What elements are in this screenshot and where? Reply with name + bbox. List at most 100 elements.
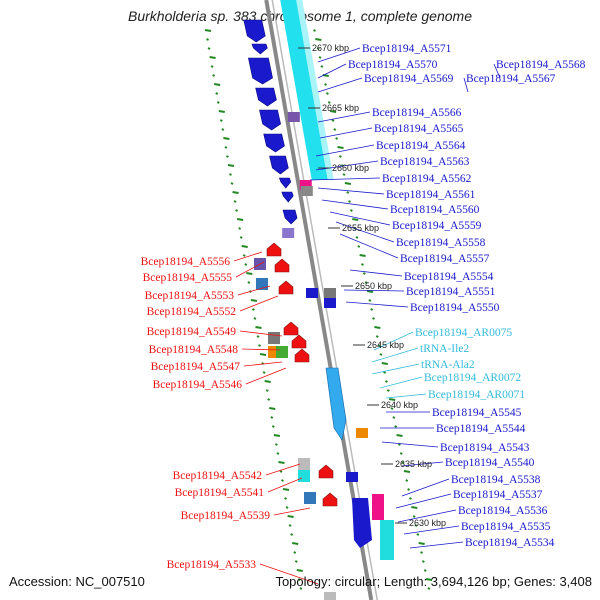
cds-block	[306, 288, 318, 298]
label-connector	[241, 348, 281, 351]
label-connector	[463, 77, 469, 93]
gc-dash-left	[219, 119, 223, 122]
gc-dash-right	[396, 434, 403, 437]
gc-dash-right	[377, 344, 381, 347]
kbp-label: 2670 kbp	[312, 43, 349, 53]
gc-dash-right	[425, 578, 433, 581]
gene-label-right: Bcep18194_A5560	[390, 204, 480, 216]
gc-dash-left	[287, 515, 294, 518]
gc-dash-right	[324, 83, 328, 86]
gc-dash-right	[348, 200, 352, 203]
cds-block	[298, 458, 310, 470]
label-connector	[379, 376, 423, 389]
label-connector	[317, 63, 347, 79]
gc-dash-left	[204, 29, 212, 32]
gc-dash-left	[247, 281, 251, 284]
gc-dash-right	[408, 497, 412, 500]
label-connector	[385, 393, 427, 399]
gc-dash-right	[366, 290, 374, 293]
gene-label-left: Bcep18194_A5546	[153, 379, 243, 391]
gene-label-right: Bcep18194_A5535	[461, 521, 551, 533]
gene-label-right: Bcep18194_A5554	[404, 271, 494, 283]
cds-block	[276, 346, 288, 358]
label-connector	[401, 461, 444, 467]
label-connector	[395, 493, 452, 509]
gene-label-left: Bcep18194_A5533	[167, 559, 257, 571]
gc-dash-right	[383, 371, 387, 374]
cds-reverse	[274, 258, 290, 273]
cds-reverse	[291, 334, 307, 349]
kbp-tick: 2630 kbp	[395, 518, 446, 528]
gene-label-right: Bcep18194_A5538	[451, 474, 541, 486]
label-connector	[493, 63, 501, 79]
label-connector	[381, 441, 439, 448]
gene-label-right: Bcep18194_A5544	[436, 423, 526, 435]
label-connector	[233, 251, 263, 262]
gc-skew-dashes	[204, 29, 433, 590]
cds-block	[268, 332, 280, 344]
gc-dash-right	[401, 461, 405, 464]
accession-text: Accession: NC_007510	[9, 574, 145, 589]
gc-dash-right	[407, 488, 411, 491]
gene-label-right: Bcep18194_A5558	[396, 237, 486, 249]
genome-summary-text: Topology: circular; Length: 3,694,126 bp…	[275, 574, 592, 589]
kbp-tick: 2665 kbp	[308, 103, 359, 113]
label-connector	[317, 47, 361, 63]
cds-block	[346, 472, 358, 482]
gc-dash-right	[370, 308, 374, 311]
gc-dash-right	[386, 389, 390, 392]
gc-dash-left	[227, 164, 235, 167]
gene-label-right: Bcep18194_A5564	[376, 140, 466, 152]
gc-dash-right	[362, 272, 366, 275]
label-connector	[309, 177, 381, 181]
gc-dash-right	[421, 560, 425, 563]
gc-dash-left	[292, 542, 299, 545]
gc-dash-right	[399, 452, 403, 455]
gc-dash-left	[267, 398, 271, 401]
kbp-label: 2655 kbp	[342, 223, 379, 233]
gene-label-right: Bcep18194_AR0071	[428, 389, 525, 401]
label-connector	[317, 77, 363, 93]
gene-label-right: tRNA-Ala2	[421, 359, 475, 371]
gc-dash-right	[405, 479, 409, 482]
gc-dash-left	[276, 452, 280, 455]
gene-label-right: Bcep18194_A5566	[372, 107, 462, 119]
gene-label-right: Bcep18194_A5551	[406, 286, 496, 298]
cds-block	[372, 494, 384, 520]
gc-dash-right	[346, 191, 350, 194]
gc-dash-left	[239, 236, 243, 239]
gene-label-right: Bcep18194_AR0075	[415, 327, 512, 339]
label-connector	[397, 509, 457, 523]
gc-dash-right	[352, 218, 359, 221]
gc-dash-left	[246, 272, 253, 275]
gc-dash-left	[224, 146, 228, 149]
cds-forward	[251, 43, 268, 55]
gc-dash-right	[325, 92, 329, 95]
kbp-tick: 2645 kbp	[353, 340, 404, 350]
gc-dash-right	[357, 245, 361, 248]
label-connector	[401, 478, 450, 497]
gc-dash-left	[233, 200, 237, 203]
gc-dash-left	[288, 524, 292, 527]
gc-dash-left	[218, 110, 225, 113]
gc-dash-left	[297, 578, 301, 581]
cds-block	[324, 288, 336, 298]
gc-dash-right	[368, 299, 372, 302]
gc-dash-right	[355, 236, 359, 239]
gc-dash-right	[416, 533, 420, 536]
gene-label-right: Bcep18194_A5571	[362, 43, 452, 55]
cds-forward	[352, 498, 372, 548]
gene-label-right: Bcep18194_A5565	[374, 123, 464, 135]
cds-forward	[255, 87, 277, 107]
label-connector	[329, 211, 391, 226]
gc-dash-right	[379, 353, 383, 356]
label-connector	[403, 525, 460, 535]
gc-dash-right	[414, 524, 418, 527]
gene-label-right: Bcep18194_A5563	[380, 156, 470, 168]
gc-dash-left	[212, 74, 216, 77]
cds-block	[300, 186, 313, 196]
gc-dash-left	[236, 218, 244, 221]
gc-dash-right	[427, 587, 431, 590]
gene-label-left: Bcep18194_A5553	[145, 290, 235, 302]
